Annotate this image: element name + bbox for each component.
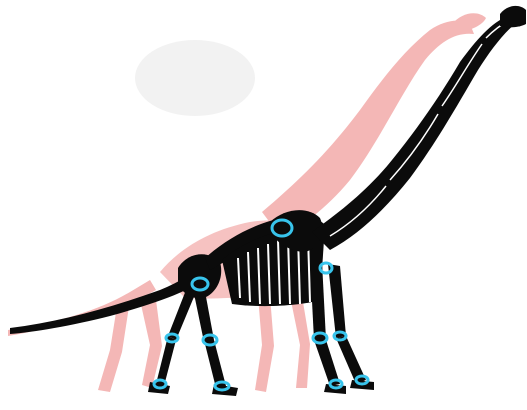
background-smudge (135, 40, 255, 116)
ghost-fore-leg-2 (290, 296, 310, 388)
main-fore-humerus-2 (328, 264, 346, 338)
ghost-fore-leg (255, 296, 274, 392)
main-hind-femur-2 (168, 290, 196, 340)
main-skull (500, 6, 526, 27)
